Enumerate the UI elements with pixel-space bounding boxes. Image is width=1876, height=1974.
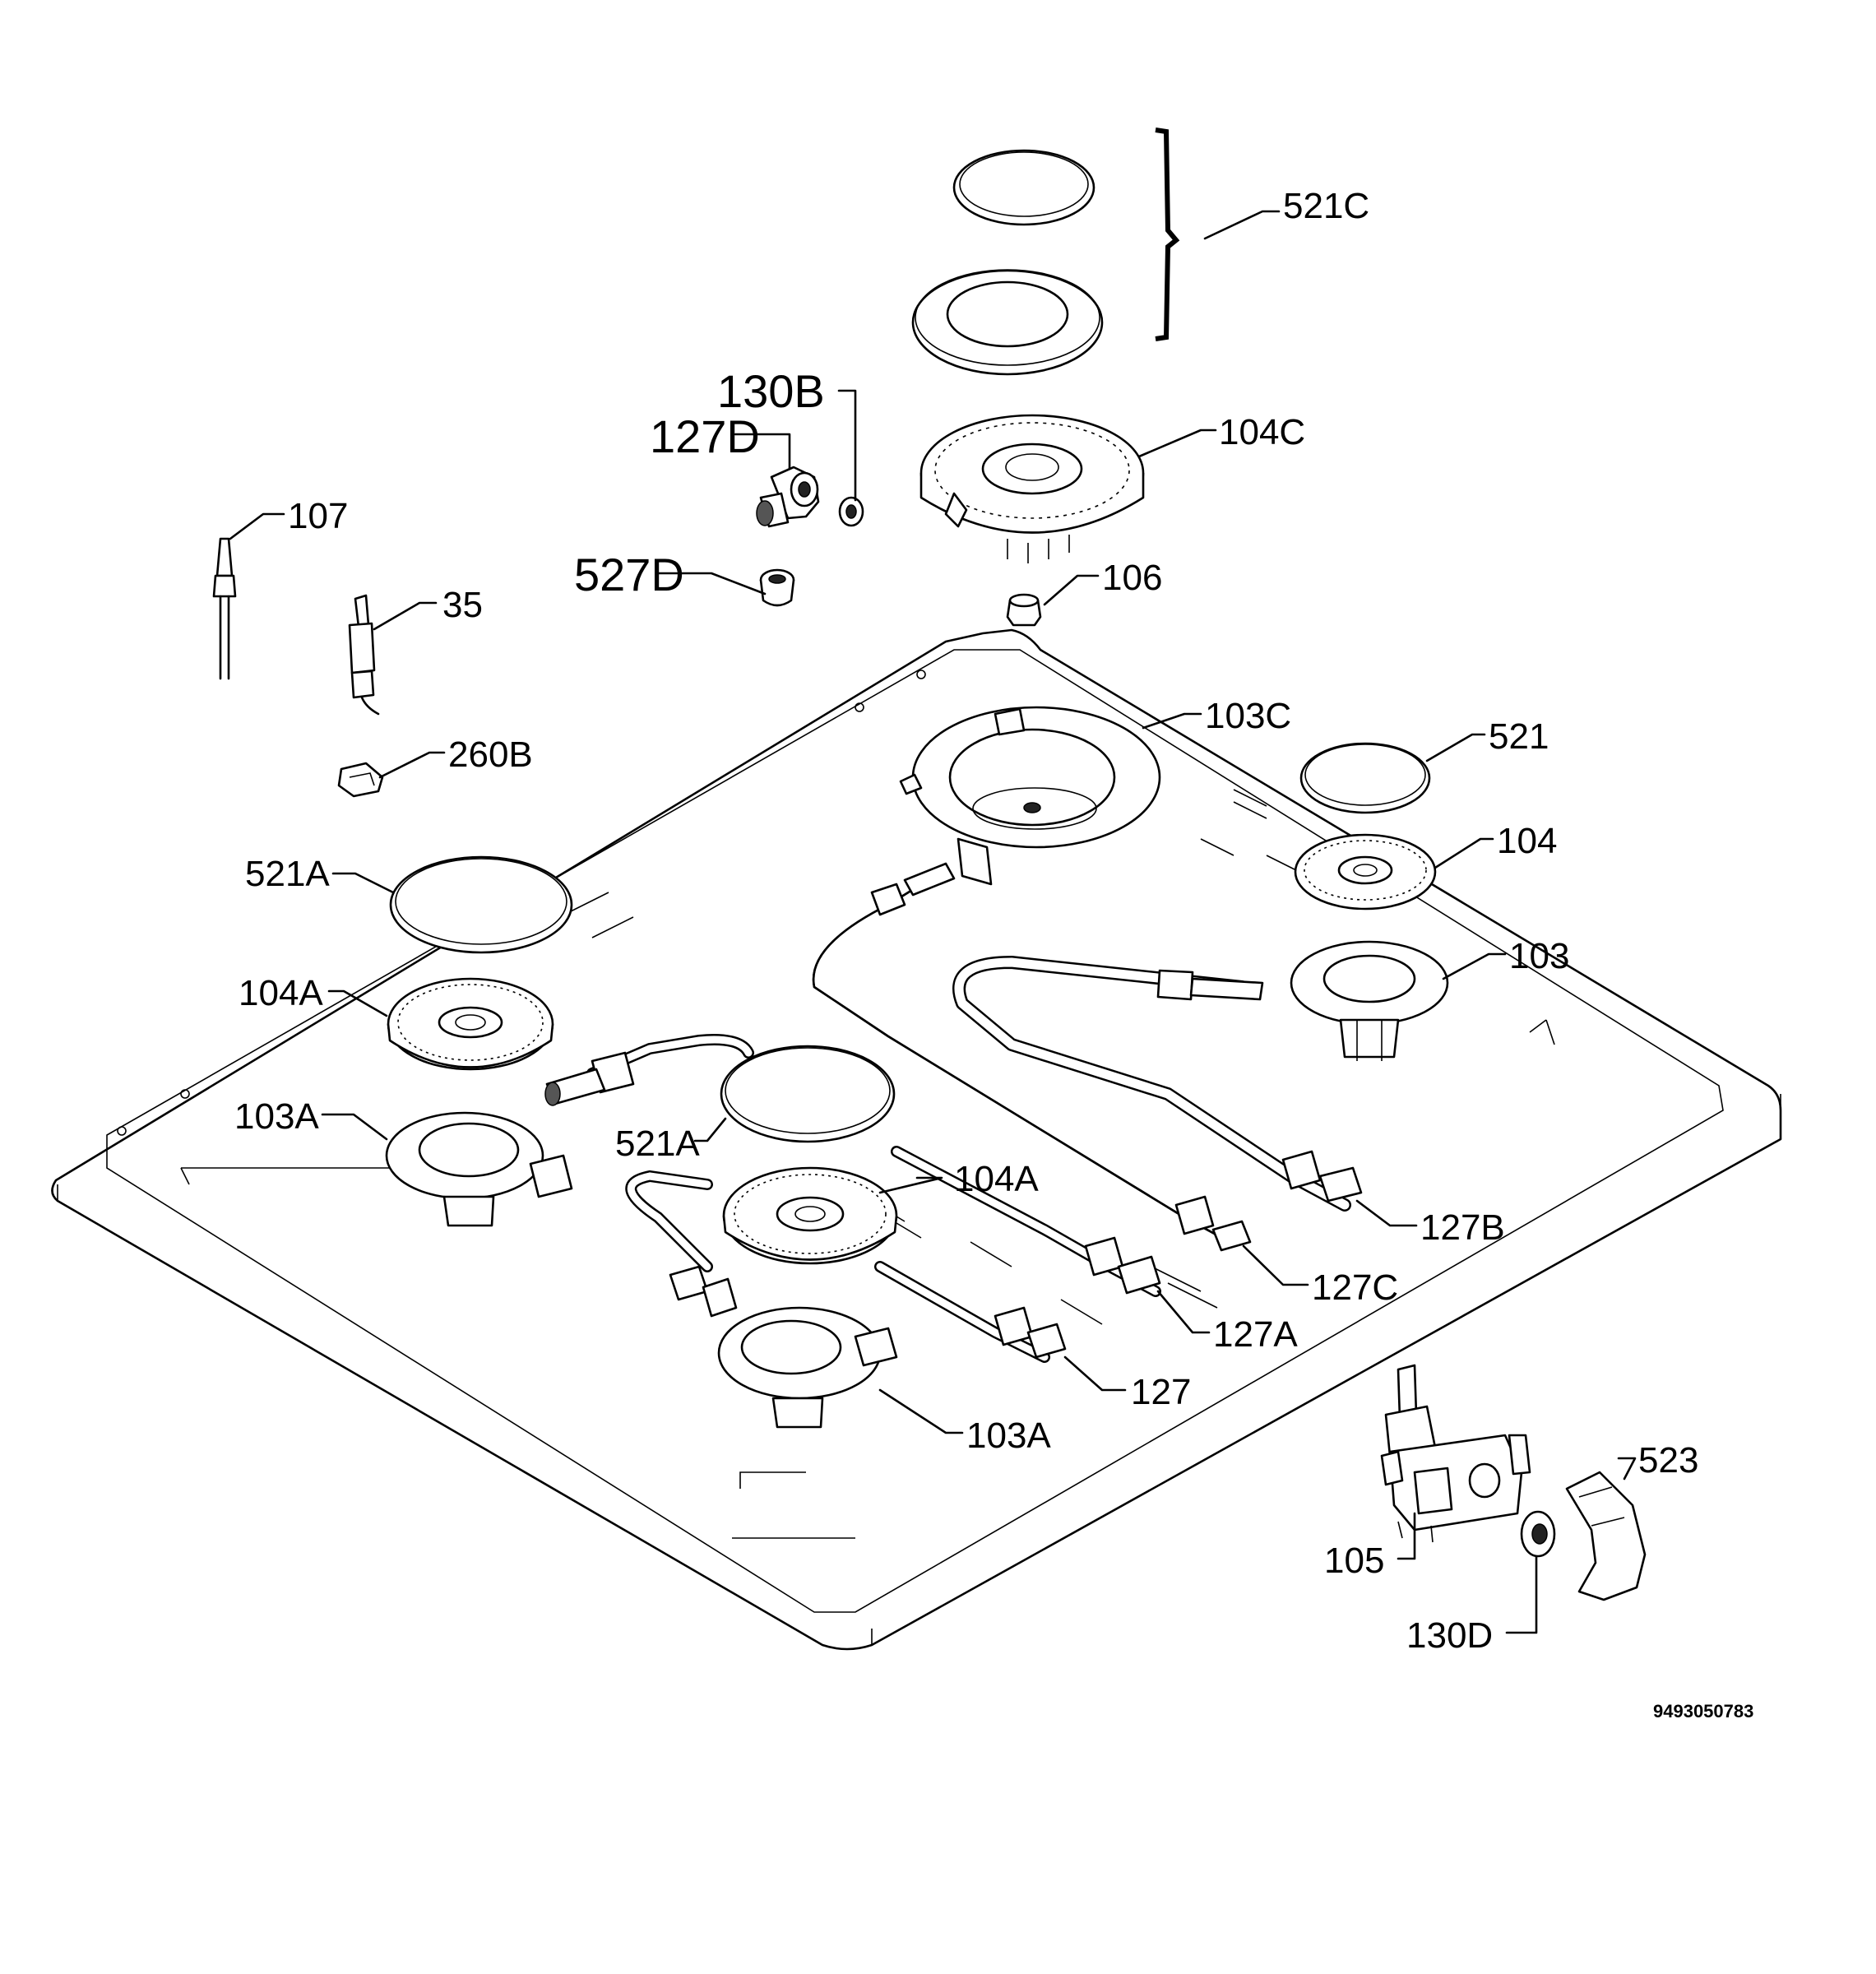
burner-crown-104a-center	[722, 1166, 898, 1265]
burner-cap-521c-small	[952, 149, 1095, 226]
washer-130b	[838, 496, 864, 527]
nut-527d	[759, 568, 795, 607]
burner-cap-521a-left	[389, 855, 573, 954]
clip-260b	[337, 762, 384, 798]
leader-lines	[229, 210, 1637, 1634]
label-35: 35	[442, 585, 483, 625]
label-521a-left: 521A	[245, 854, 330, 894]
thermocouple-107	[212, 537, 237, 680]
label-127d: 127D	[650, 410, 760, 462]
part-labels: 521C 130B 127D 104C 107 35 527D 106 260B…	[234, 186, 1753, 1721]
washer-130d	[1520, 1510, 1556, 1558]
label-130d: 130D	[1406, 1615, 1493, 1656]
pipe-127b	[952, 956, 1363, 1212]
label-523: 523	[1638, 1440, 1698, 1480]
ignition-plug-35	[348, 594, 380, 716]
label-107: 107	[288, 496, 348, 536]
label-521a-center: 521A	[615, 1124, 700, 1164]
burner-base-103a-left	[385, 1111, 573, 1227]
label-103: 103	[1509, 936, 1569, 976]
burner-cap-521	[1299, 742, 1431, 814]
pipe-left	[544, 1034, 754, 1106]
pipe-127a	[891, 1146, 1161, 1297]
label-106: 106	[1102, 558, 1162, 598]
label-127a: 127A	[1213, 1314, 1298, 1355]
label-130b: 130B	[717, 365, 825, 417]
burner-base-103c	[899, 706, 1161, 886]
label-103c: 103C	[1205, 696, 1291, 736]
label-521c: 521C	[1283, 186, 1369, 226]
burner-base-103a-center	[717, 1306, 898, 1429]
label-103a-left: 103A	[234, 1096, 319, 1137]
bracket-521c	[1155, 127, 1180, 341]
burner-crown-104	[1294, 833, 1437, 911]
bracket-523	[1565, 1471, 1647, 1601]
pipe-127c	[812, 862, 1252, 1252]
label-260b: 260B	[448, 734, 533, 775]
burner-crown-104c	[919, 414, 1145, 563]
label-104c: 104C	[1219, 412, 1305, 452]
elbow-127d	[756, 466, 820, 528]
injector-106	[1006, 593, 1042, 627]
label-105: 105	[1324, 1541, 1384, 1581]
label-527d: 527D	[574, 549, 684, 600]
burner-cap-521a-center	[720, 1045, 896, 1143]
burner-base-103	[1290, 940, 1449, 1061]
label-104a-center: 104A	[954, 1159, 1039, 1199]
label-127c: 127C	[1312, 1267, 1398, 1308]
burner-crown-104a-left	[387, 977, 554, 1071]
label-127b: 127B	[1420, 1207, 1505, 1248]
pipe-127	[625, 1170, 1067, 1363]
label-521: 521	[1489, 716, 1549, 757]
label-104a-left: 104A	[239, 973, 323, 1013]
gas-tap-105	[1380, 1364, 1531, 1543]
label-104: 104	[1497, 821, 1557, 861]
burner-ring-521c-large	[911, 269, 1104, 376]
label-127: 127	[1131, 1372, 1191, 1412]
document-number: 9493050783	[1653, 1701, 1753, 1721]
label-103a-center: 103A	[966, 1416, 1051, 1456]
